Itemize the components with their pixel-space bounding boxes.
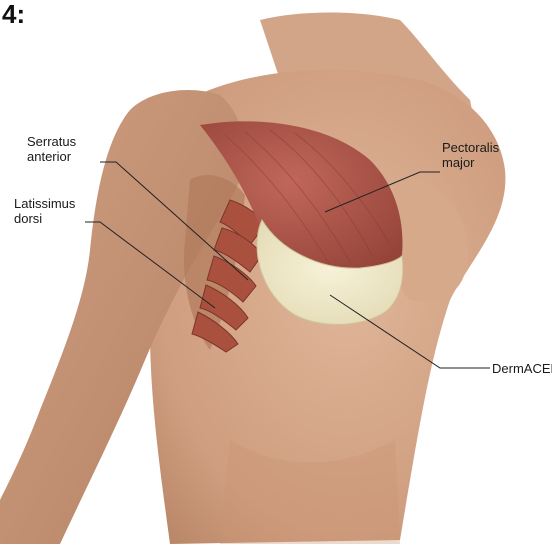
label-serratus-anterior: Serratus anterior	[27, 134, 76, 164]
label-dermacell-text: DermACELL	[492, 361, 552, 376]
label-dermacell: DermACELL	[492, 361, 552, 376]
label-serratus-line1: Serratus	[27, 134, 76, 149]
label-pectoralis-major: Pectoralis major	[442, 140, 499, 170]
label-latissimus-line1: Latissimus	[14, 196, 75, 211]
label-latissimus-line2: dorsi	[14, 211, 75, 226]
label-pectoralis-line2: major	[442, 155, 499, 170]
label-latissimus-dorsi: Latissimus dorsi	[14, 196, 75, 226]
label-pectoralis-line1: Pectoralis	[442, 140, 499, 155]
label-serratus-line2: anterior	[27, 149, 76, 164]
